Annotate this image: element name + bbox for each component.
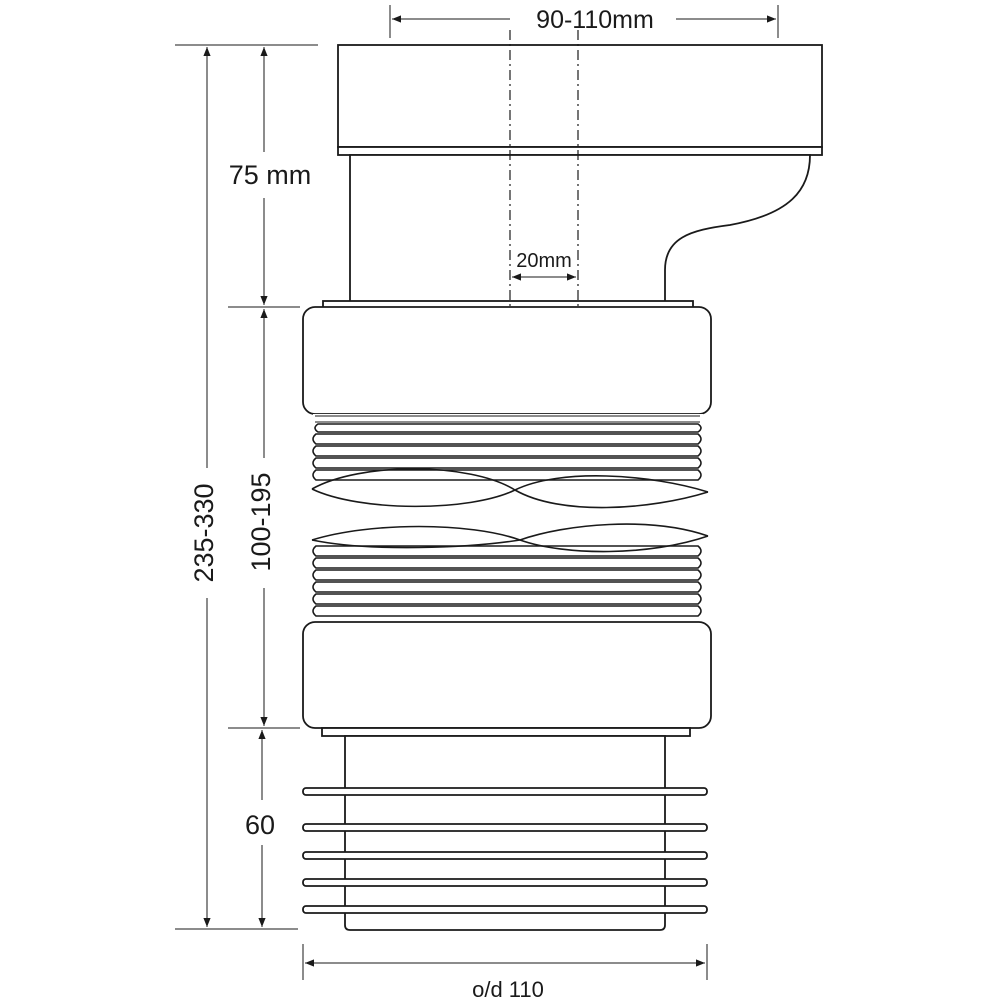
top-width-label: 90-110mm [536, 6, 654, 34]
bellows-height-label: 100-195 [246, 472, 276, 571]
total-height-dimension: 235-330 [175, 44, 318, 930]
upper-height-label: 75 mm [229, 160, 312, 190]
offset-label: 20mm [516, 250, 572, 272]
upper-height-dimension: 75 mm [228, 47, 312, 308]
spigot-with-fins [302, 735, 708, 931]
outer-diameter-dimension: o/d 110 [302, 944, 708, 1000]
offset-dimension: 20mm [512, 250, 576, 281]
spigot-height-dimension: 60 [245, 730, 275, 927]
bellows-height-dimension: 100-195 [228, 309, 300, 729]
lower-coupling-ring [302, 621, 712, 737]
top-width-dimension: 90-110mm [389, 5, 779, 38]
top-collar [337, 44, 823, 156]
upper-coupling-ring [302, 300, 712, 415]
center-lines [509, 30, 579, 306]
total-height-label: 235-330 [189, 483, 219, 582]
flexible-bellows [311, 414, 709, 622]
outer-diameter-label: o/d 110 [472, 977, 544, 1000]
offset-neck [349, 154, 811, 304]
spigot-height-label: 60 [245, 810, 275, 840]
